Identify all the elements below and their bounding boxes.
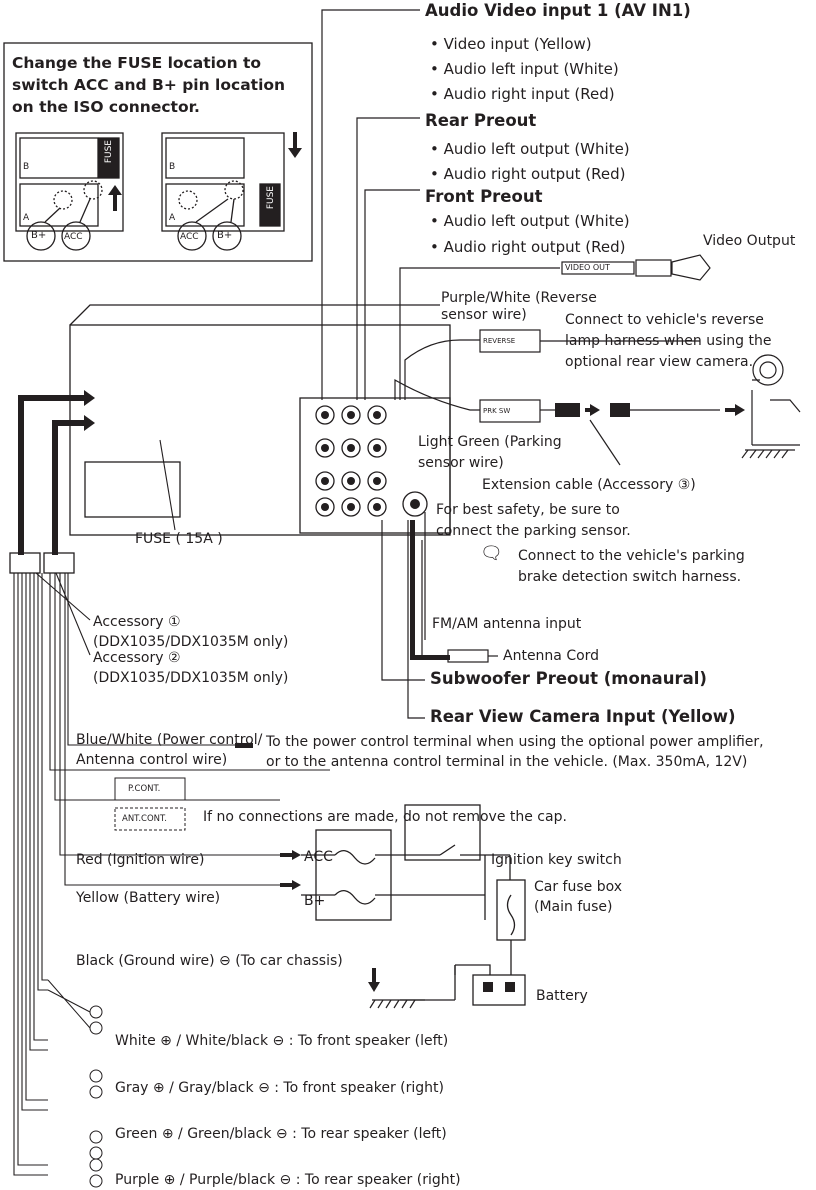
pcont-tag: P.CONT. [128, 784, 161, 794]
acc-label: ACC [304, 849, 333, 865]
power-control-note: To the power control terminal when using… [266, 734, 764, 770]
note-icon: 🗨 [480, 543, 503, 564]
antenna-cord-label: Antenna Cord [503, 648, 600, 664]
acc-pin-label: ACC [180, 232, 199, 242]
acc-pin-right [177, 221, 207, 251]
park-tag: PRK SW [483, 407, 511, 415]
iso-connector-a [9, 552, 41, 574]
speaker-rear-left: Green ⊕ / Green/black ⊖ : To rear speake… [115, 1126, 447, 1142]
video-output-label: Video Output [703, 233, 796, 249]
accessory-2-label: Accessory ② (DDX1035/DDX1035M only) [93, 650, 289, 686]
video-out-tag: VIDEO OUT [565, 263, 610, 272]
b-plus-label: B+ [304, 893, 326, 909]
blue-white-label: Blue/White (Power control/ Antenna contr… [76, 732, 263, 768]
speaker-rear-right: Purple ⊕ / Purple/black ⊖ : To rear spea… [115, 1172, 461, 1188]
battery-label: Battery [536, 988, 588, 1004]
ignition-label: Ignition key switch [491, 852, 622, 868]
fuse-slot-label-left: FUSE [104, 140, 114, 164]
b-plus-pin-label: B+ [31, 230, 47, 241]
iso-connector-b [43, 552, 75, 574]
head-unit-chassis [69, 324, 451, 536]
rear-preout-item: • Audio right output (Red) [430, 165, 626, 183]
extension-cable-label: Extension cable (Accessory ③) [482, 477, 696, 493]
av-in1-title: Audio Video input 1 (AV IN1) [425, 1, 691, 20]
subwoofer-label: Subwoofer Preout (monaural) [430, 669, 707, 688]
fuse-panel-title: Change the FUSE location to switch ACC a… [12, 54, 286, 116]
safety-note: For best safety, be sure to connect the … [436, 502, 631, 539]
yellow-wire-label: Yellow (Battery wire) [76, 890, 221, 906]
b-plus-pin-right [212, 221, 242, 251]
speaker-front-left: White ⊕ / White/black ⊖ : To front speak… [115, 1033, 449, 1049]
front-preout-item: • Audio left output (White) [430, 212, 630, 230]
fm-am-label: FM/AM antenna input [432, 616, 582, 632]
fuse-slot-label-right: FUSE [266, 186, 276, 210]
fuse-15a-label: FUSE ( 15A ) [135, 531, 223, 547]
row-label-a: A [23, 213, 30, 223]
fuse-panel-frame [3, 42, 313, 262]
row-label-b: B [169, 162, 176, 172]
row-label-a: A [169, 213, 176, 223]
red-wire-label: Red (Ignition wire) [76, 852, 205, 868]
car-fuse-label: Car fuse box (Main fuse) [534, 879, 623, 915]
reverse-wire-label: Purple/White (Reverse sensor wire) [441, 290, 597, 323]
front-preout-item: • Audio right output (Red) [430, 238, 626, 256]
rear-preout-title: Rear Preout [425, 111, 537, 130]
av-in1-item: • Audio right input (Red) [430, 85, 615, 103]
speaker-front-right: Gray ⊕ / Gray/black ⊖ : To front speaker… [115, 1080, 444, 1096]
acc-pin-left [61, 221, 91, 251]
acc-pin-label: ACC [64, 232, 83, 242]
antcont-tag: ANT.CONT. [122, 814, 167, 824]
parking-brake-note: Connect to the vehicle's parking brake d… [518, 548, 745, 585]
parking-wire-label: Light Green (Parking sensor wire) [418, 434, 562, 471]
av-in1-item: • Video input (Yellow) [430, 35, 592, 53]
reverse-note: Connect to vehicle's reverse lamp harnes… [565, 312, 772, 370]
av-in1-item: • Audio left input (White) [430, 60, 619, 78]
b-plus-pin-left [26, 221, 56, 251]
reverse-tag: REVERSE [483, 337, 516, 345]
b-plus-pin-label: B+ [217, 230, 233, 241]
accessory-1-label: Accessory ① (DDX1035/DDX1035M only) [93, 614, 289, 650]
front-preout-title: Front Preout [425, 187, 543, 206]
black-wire-label: Black (Ground wire) ⊖ (To car chassis) [76, 953, 343, 969]
antenna-jack [402, 491, 428, 517]
rear-camera-label: Rear View Camera Input (Yellow) [430, 707, 736, 726]
cap-note: If no connections are made, do not remov… [203, 809, 567, 825]
rear-preout-item: • Audio left output (White) [430, 140, 630, 158]
row-label-b: B [23, 162, 30, 172]
